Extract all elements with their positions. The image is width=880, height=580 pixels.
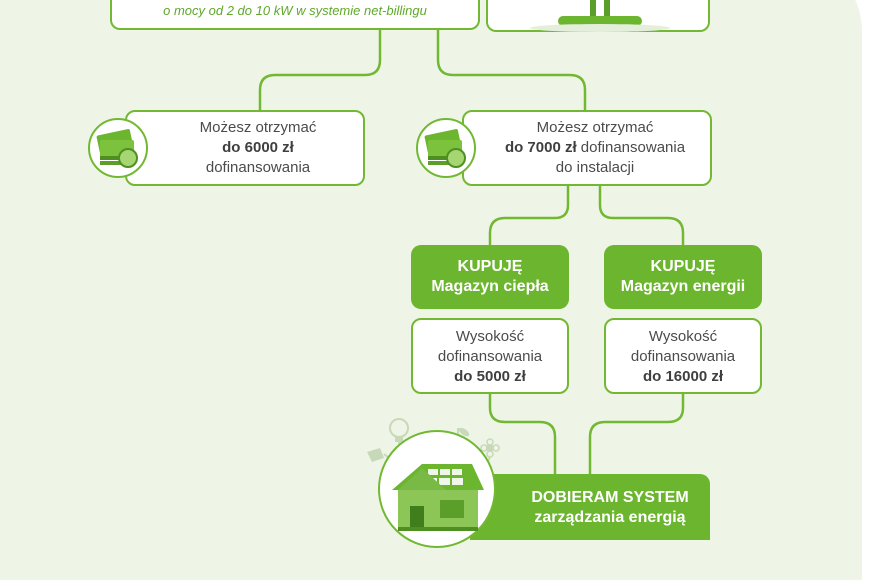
energy-buy-label: KUPUJĘ [650,258,716,275]
heat-name-label: Magazyn ciepła [431,278,549,295]
system-line1: DOBIERAM SYSTEM [531,489,689,506]
house-icon [392,464,484,531]
energy-storage-button: KUPUJĘ Magazyn energii [604,245,762,309]
energy-management-system-button: DOBIERAM SYSTEM zarządzania energią [470,474,710,540]
money-icon-right [416,118,476,178]
left-card-line1: Możesz otrzymać [199,119,317,136]
heat-storage-button: KUPUJĘ Magazyn ciepła [411,245,569,309]
top-info-box [110,0,480,30]
left-card-amount: do 6000 zł [222,139,294,156]
energy-amount: do 16000 zł [642,368,724,385]
right-card-amount: do 7000 zł [504,139,577,156]
house-circle [378,430,496,548]
heat-line2: dofinansowania [437,348,543,365]
heat-amount: do 5000 zł [454,368,526,385]
right-card-line2-rest: dofinansowania [576,139,686,156]
heat-subsidy-card: Wysokość dofinansowania do 5000 zł [411,318,569,394]
heat-buy-label: KUPUJĘ [457,258,523,275]
energy-line1: Wysokość [648,328,718,345]
left-subsidy-card: Możesz otrzymać do 6000 zł dofinansowani… [125,110,365,186]
system-line2: zarządzania energią [534,509,686,526]
heat-line1: Wysokość [455,328,525,345]
energy-line2: dofinansowania [630,348,736,365]
right-card-line3: do instalacji [555,159,635,176]
energy-subsidy-card: Wysokość dofinansowania do 16000 zł [604,318,762,394]
solar-panel-icon [530,0,670,32]
right-card-line1: Możesz otrzymać [536,119,654,136]
right-subsidy-card: Możesz otrzymać do 7000 zł dofinansowani… [462,110,712,186]
top-subtitle: o mocy od 2 do 10 kW w systemie net-bill… [163,3,427,18]
energy-name-label: Magazyn energii [620,278,746,295]
solar-panel-frame [486,0,710,32]
left-card-line3: dofinansowania [205,159,311,176]
money-icon-left [88,118,148,178]
